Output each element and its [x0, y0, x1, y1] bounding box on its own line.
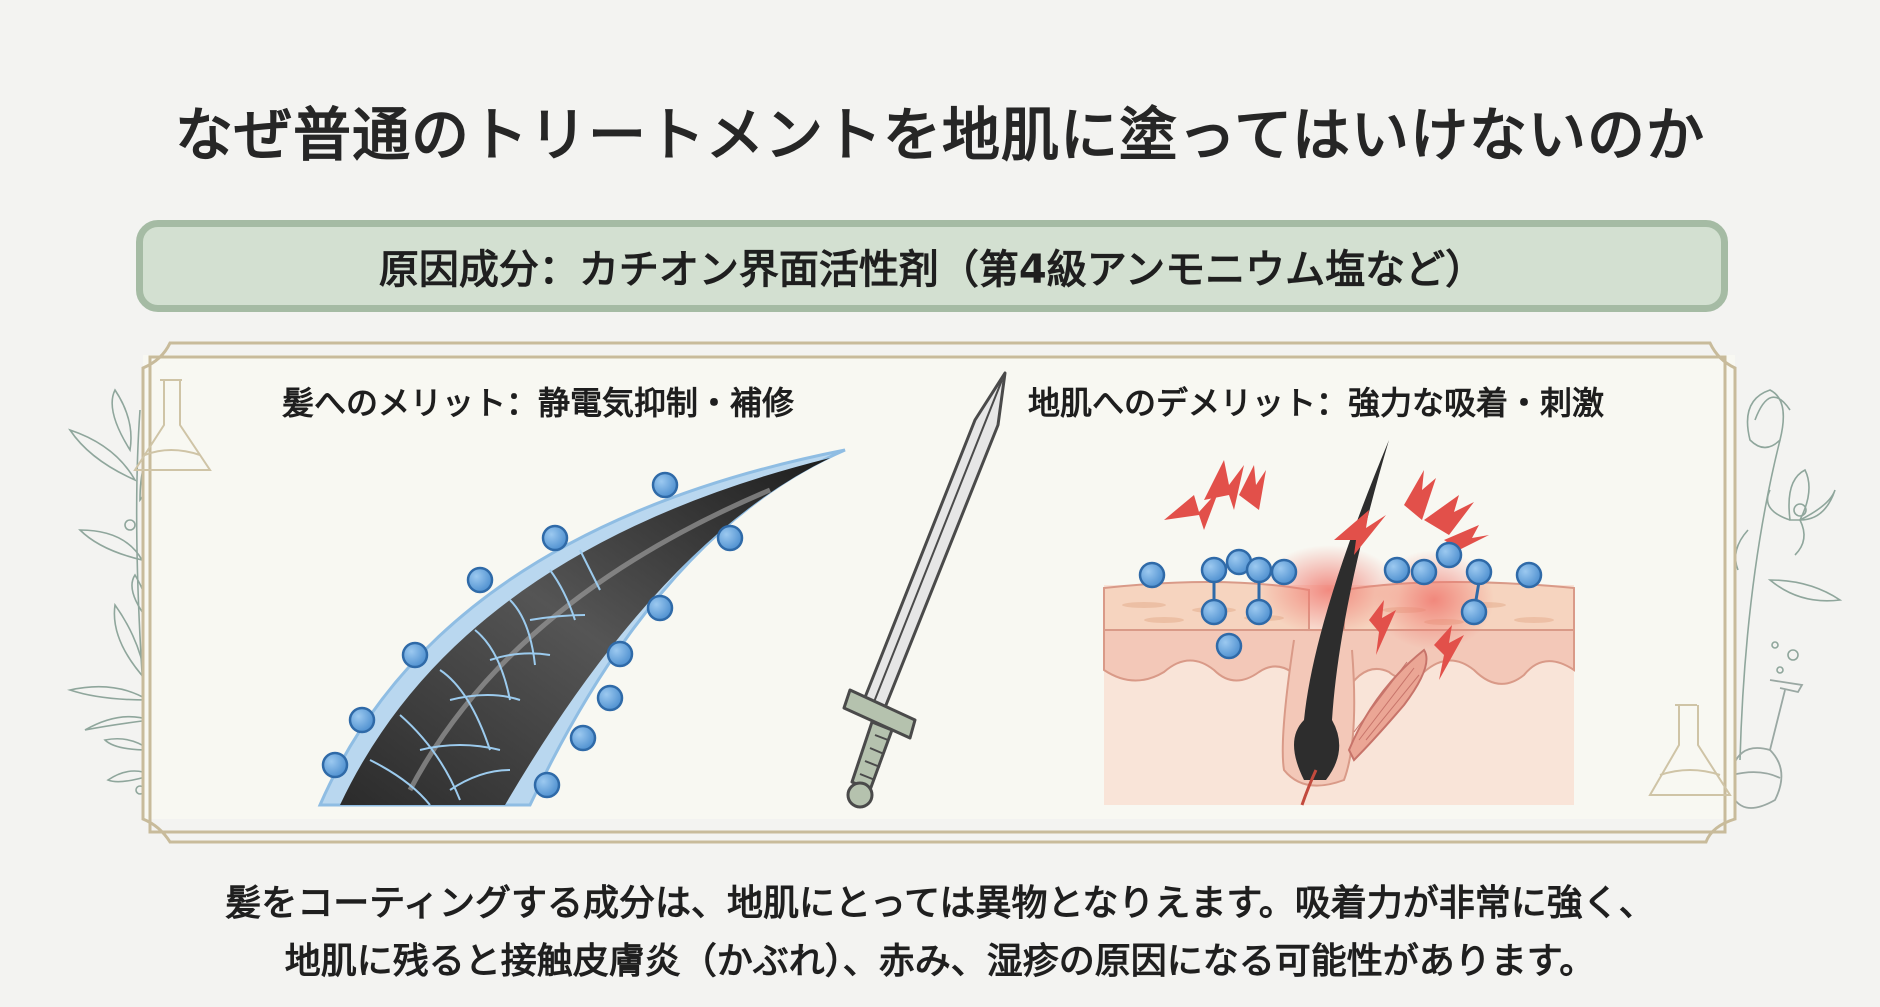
scalp-irritation-illustration	[1103, 440, 1575, 806]
sword-icon	[842, 371, 1007, 809]
cause-banner: 原因成分：カチオン界面活性剤（第4級アンモニウム塩など）	[136, 220, 1728, 312]
explanation-line-1: 髪をコーティングする成分は、地肌にとっては異物となりえます。吸着力が非常に強く、	[225, 883, 1655, 924]
flower-and-flask-decoration-icon	[1729, 389, 1843, 809]
explanation-line-2: 地肌に残ると接触皮膚炎（かぶれ）、赤み、湿疹の原因になる可能性があります。	[284, 941, 1596, 982]
cause-banner-text: 原因成分：カチオン界面活性剤（第4級アンモニウム塩など）	[378, 247, 1486, 293]
scalp-drawback-heading: 地肌へのデメリット：強力な吸着・刺激	[1028, 384, 1605, 422]
coated-hair-strand-illustration	[317, 448, 846, 807]
hair-benefit-heading: 髪へのメリット：静電気抑制・補修	[282, 384, 795, 422]
page-title: なぜ普通のトリートメントを地肌に塗ってはいけないのか	[175, 101, 1705, 169]
